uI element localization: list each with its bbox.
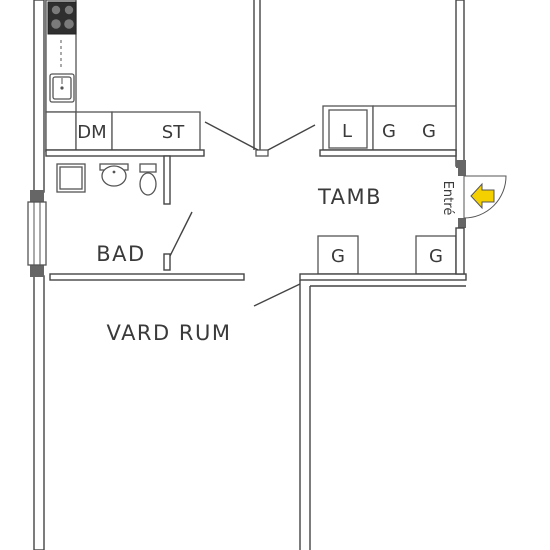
g-label-2: G [422,121,436,142]
bedroom-wall [299,280,466,550]
kitchen-partition [253,0,269,157]
g-label-1: G [382,121,396,142]
washbasin-icon [99,163,129,187]
wardrobe-row-top [319,105,457,157]
g-label-4: G [429,246,443,267]
bath-top-wall [45,149,205,157]
toilet-icon [139,163,157,196]
shower-icon [56,163,86,193]
window-left [27,190,47,277]
entrance-arrow-icon [470,182,495,210]
entrance-label: Entré [440,181,455,216]
wardrobe-row-bottom [299,227,467,281]
stove-icon [47,1,77,35]
room-label-vardrum: VARD RUM [107,321,232,345]
dm-label: DM [77,122,106,143]
room-label-tamb: TAMB [317,185,382,209]
bath-door-swing [169,211,193,257]
bedroom-door-swing [253,283,301,307]
entrance-door [458,166,507,228]
bath-bottom-wall [49,273,245,281]
dm-st-cabinets [45,111,201,151]
bath-right-wall [163,155,171,271]
room-label-bad: BAD [96,242,145,266]
kitchen-sink-icon [49,73,75,103]
l-label: L [342,121,352,142]
double-door-swing [204,121,316,151]
g-label-3: G [331,246,345,267]
right-exterior-wall [455,0,466,168]
st-label: ST [162,122,185,143]
